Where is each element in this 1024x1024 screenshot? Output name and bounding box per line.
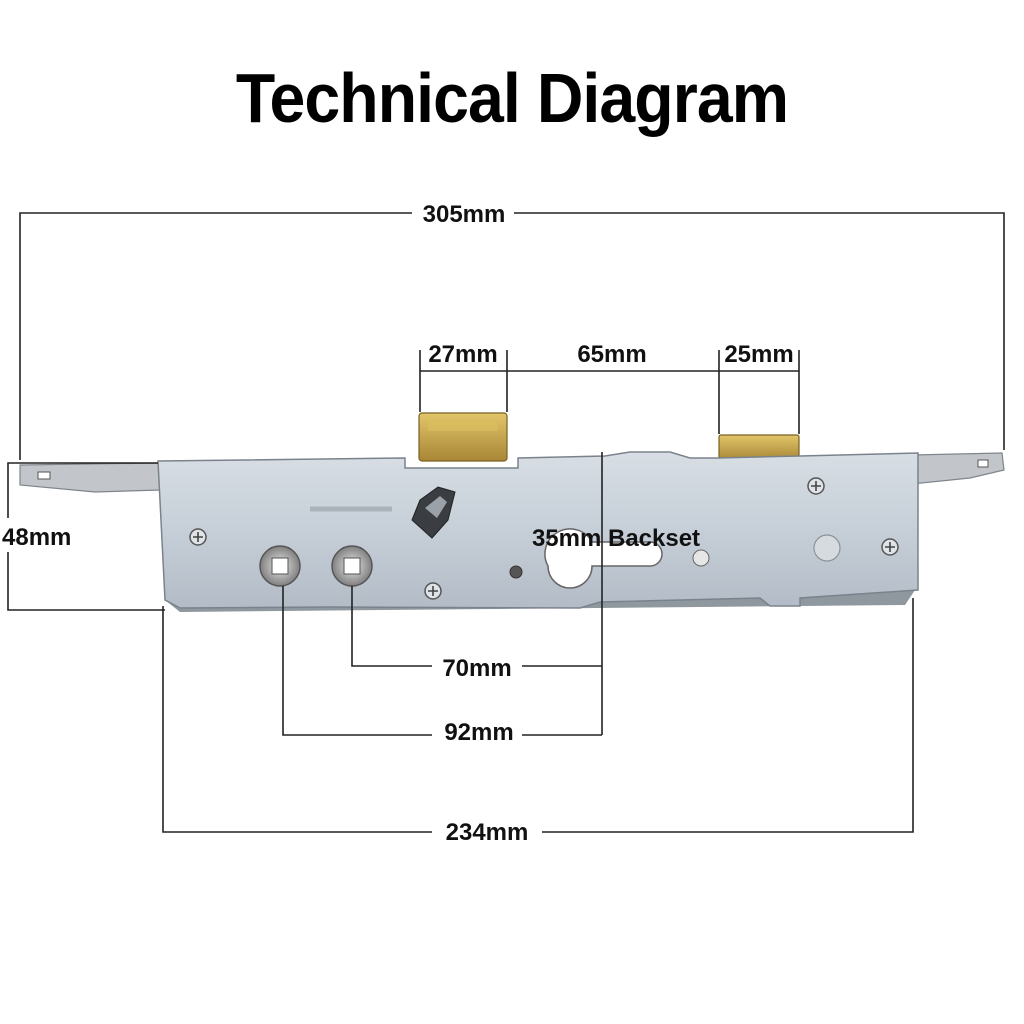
- dimension-backset: 35mm Backset: [532, 452, 700, 735]
- dimension-label-25: 25mm: [724, 341, 793, 368]
- screw-icon: [807, 477, 825, 495]
- left-extension-strip: [19, 462, 161, 493]
- dimension-label-305: 305mm: [423, 201, 506, 228]
- dimension-label-backset: 35mm Backset: [532, 525, 700, 552]
- dimension-label-70: 70mm: [442, 655, 511, 682]
- dimension-48: 48mm: [2, 462, 165, 611]
- right-fixing-slot: [977, 459, 989, 468]
- dimension-label-48: 48mm: [2, 524, 71, 551]
- small-hole: [692, 549, 710, 567]
- dimension-234: 234mm: [162, 598, 914, 846]
- hook-left: [418, 412, 508, 462]
- small-hole: [509, 565, 523, 579]
- screw-icon: [189, 528, 207, 546]
- dimension-305: 305mm: [19, 201, 1005, 460]
- dimension-70: 70mm: [351, 586, 602, 682]
- round-boss: [813, 534, 841, 562]
- dimension-92: 92mm: [282, 586, 602, 746]
- lock-mechanism: [19, 412, 1005, 612]
- right-extension-strip: [911, 452, 1005, 485]
- screw-icon: [424, 582, 442, 600]
- spindle-hole-92: [259, 545, 301, 587]
- left-fixing-slot: [37, 471, 51, 480]
- cylinder-cutout: [544, 528, 663, 589]
- dimension-hooks: 27mm 65mm 25mm: [419, 341, 800, 434]
- dimension-label-27: 27mm: [428, 341, 497, 368]
- dimension-label-65: 65mm: [577, 341, 646, 368]
- spindle-hole-70: [331, 545, 373, 587]
- screw-icon: [881, 538, 899, 556]
- dimension-label-92: 92mm: [444, 719, 513, 746]
- dimension-label-234: 234mm: [446, 819, 529, 846]
- latch-cam: [411, 486, 456, 539]
- dimension-lines: 305mm 27mm 65mm 25mm 48mm 35mm Backset: [2, 201, 1005, 846]
- page-title: Technical Diagram: [235, 59, 789, 137]
